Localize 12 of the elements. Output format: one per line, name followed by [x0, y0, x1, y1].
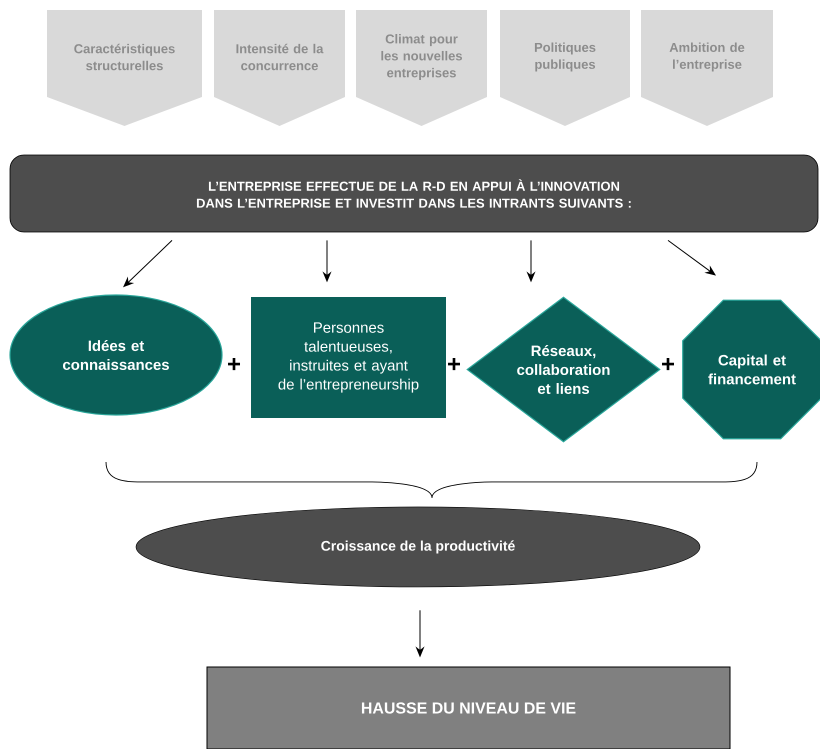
- plus-sign: +: [448, 358, 460, 370]
- result-box: HAUSSE DU NIVEAU DE VIE: [206, 666, 730, 749]
- chevron-box: Caractéristiques structurelles: [47, 10, 202, 126]
- banner-box: L’ENTREPRISE EFFECTUE DE LA R-D EN APPUI À L’INNOVATION DANS L’ENTREPRISE ET INVESTIT DANS LES INTRANTS SUIVANTS :: [10, 154, 818, 232]
- chevron-box: Ambition de l’entreprise: [641, 10, 773, 126]
- chevron-box: Politiques publiques: [500, 10, 630, 126]
- chevron-box: Climat pour les nouvelles entreprises: [356, 10, 487, 126]
- plus-sign: +: [228, 358, 240, 370]
- chevron-box: Intensité de la concurrence: [214, 10, 345, 126]
- input-octagon: Capital et financement: [682, 300, 820, 440]
- input-box: Personnes talentueuses, instruites et ayant de l’entrepreneurship: [251, 296, 446, 418]
- plus-sign: +: [662, 358, 674, 370]
